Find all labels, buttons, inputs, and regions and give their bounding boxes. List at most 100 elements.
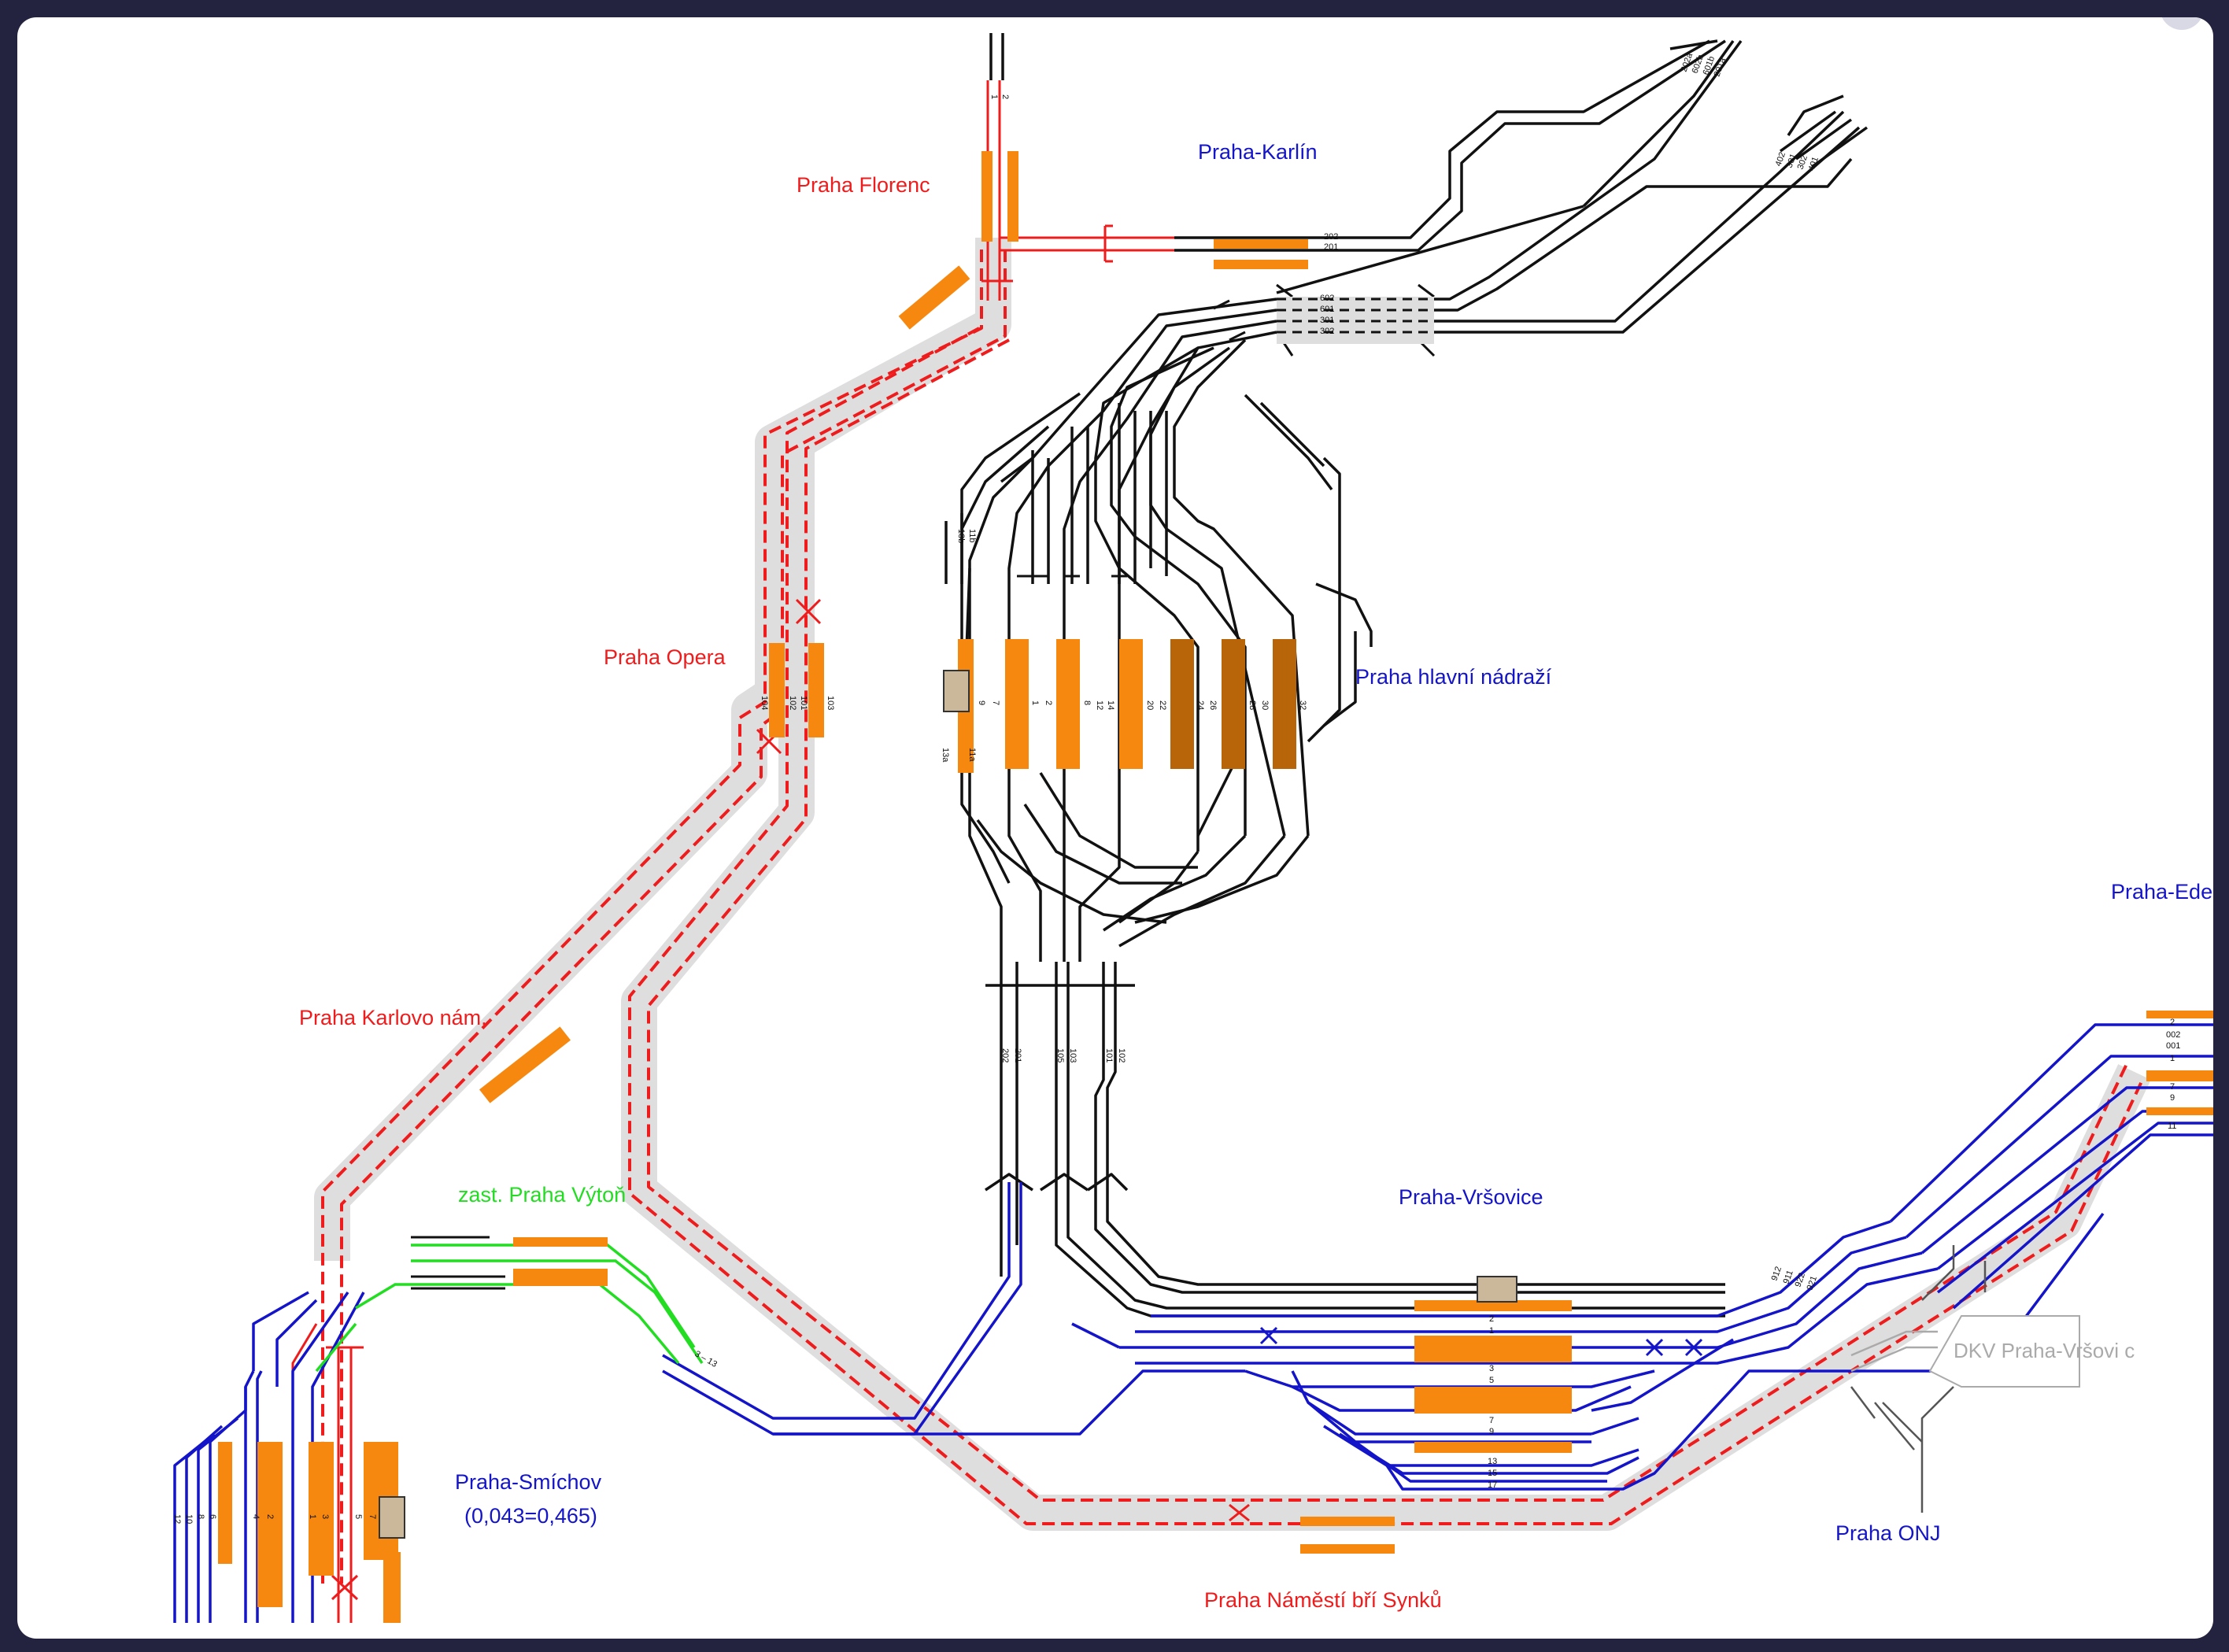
depot-dkv: DKV Praha-Vršovi c [1954, 1339, 2135, 1362]
track-label: 5 [1489, 1376, 1494, 1385]
station-onj: Praha ONJ [1835, 1521, 1941, 1545]
track-label: 202 [1324, 232, 1338, 242]
track-label: 30 [1260, 700, 1270, 710]
station-smichov-km: (0,043=0,465) [464, 1504, 597, 1528]
track-label: 001 [2166, 1041, 2180, 1051]
track-label: 2 [1044, 700, 1053, 705]
track-label: 2 [1489, 1314, 1494, 1324]
track-label: 6 [208, 1514, 217, 1519]
track-label: 922 [1794, 1272, 1808, 1288]
track-label: 3 [320, 1514, 330, 1519]
track-label: 105 [1055, 1048, 1065, 1063]
station-florenc: Praha Florenc [797, 173, 930, 197]
vyton-stubs [411, 1236, 505, 1290]
track-label: 24 [1196, 700, 1205, 710]
track-label: 8 [196, 1514, 205, 1519]
track-label: 2 [1000, 94, 1010, 99]
track-label: 911 [1782, 1269, 1795, 1285]
track-label: 912 [1770, 1266, 1784, 1282]
track-label: 12 [172, 1514, 182, 1524]
vyton-tracks [315, 1244, 704, 1373]
track-label: 2 [2170, 1018, 2175, 1027]
station-hlavni: Praha hlavní nádraží [1355, 665, 1552, 689]
track-label: 4 [251, 1514, 261, 1519]
track-label: 10 [184, 1514, 194, 1524]
track-label: 7 [368, 1514, 377, 1519]
track-label: 13b [956, 529, 966, 543]
track-label: 17 [1488, 1480, 1497, 1490]
station-opera: Praha Opera [604, 645, 726, 669]
track-label: 103 [1068, 1048, 1078, 1063]
vrsovice-building-icon [1477, 1276, 1517, 1303]
station-eden: Praha-Eden [2111, 880, 2213, 904]
station-vyton: zast. Praha Výtoň [458, 1183, 626, 1207]
metro-line-c [291, 80, 2151, 1623]
corner-button[interactable] [2160, 17, 2204, 30]
track-label: 101 [1104, 1048, 1114, 1063]
track-label: 101 [799, 696, 808, 710]
track-label: 3 – 13 [693, 1349, 719, 1369]
track-label: 2 [265, 1514, 275, 1519]
track-label: 9 [977, 700, 986, 705]
track-label: 202 [1000, 1048, 1010, 1063]
track-label: 13 [1488, 1457, 1497, 1466]
track-label: 301 [1320, 316, 1334, 325]
blue-crossovers [1259, 1326, 1703, 1357]
track-label: 12 [1095, 700, 1104, 710]
track-label: 13a [941, 748, 950, 763]
station-vrsovice: Praha-Vršovice [1399, 1185, 1543, 1209]
track-label: 201 [1013, 1048, 1022, 1063]
track-label: 9 [2170, 1093, 2175, 1103]
track-diagram: 12202201602601301302202a602b601b201a4023… [172, 33, 2213, 1623]
track-label: 921 [1806, 1275, 1820, 1292]
track-label: 3 [1489, 1364, 1494, 1373]
track-label: 28 [1248, 700, 1257, 710]
track-label: 14 [1106, 700, 1115, 710]
track-label: 201 [1324, 242, 1338, 252]
mainline-tracks [944, 33, 1869, 1318]
blue-tracks [173, 1023, 2213, 1623]
track-label: 102 [1117, 1048, 1126, 1063]
track-label: 601 [1320, 305, 1334, 314]
track-label: 1 [1489, 1326, 1494, 1336]
track-label: 002 [2166, 1030, 2180, 1040]
track-label: 401 [1807, 156, 1821, 172]
track-label: 11a [967, 748, 977, 762]
track-label: 1 [1030, 700, 1040, 705]
track-label: 102 [788, 696, 797, 710]
dkv-depot [1850, 1245, 2080, 1513]
track-label: 402 [1774, 151, 1788, 168]
track-label: 7 [1489, 1416, 1494, 1425]
track-label: 11b [967, 529, 977, 543]
station-karlin: Praha-Karlín [1198, 140, 1318, 164]
track-label: 1 [308, 1514, 317, 1519]
track-label: 1 [2170, 1054, 2175, 1063]
track-label: 15 [1488, 1469, 1497, 1478]
track-label: 20 [1145, 700, 1155, 710]
track-label: 9 [1489, 1427, 1494, 1436]
track-label: 26 [1208, 700, 1218, 710]
station-karlovo: Praha Karlovo nám. [299, 1006, 487, 1029]
track-label: 7 [2170, 1082, 2175, 1092]
track-label: 301 [1785, 153, 1799, 169]
track-label: 104 [760, 696, 769, 710]
track-label: 1 [989, 94, 999, 99]
track-label: 302 [1796, 154, 1810, 171]
track-label: 32 [1298, 700, 1307, 710]
station-synku: Praha Náměstí bří Synků [1204, 1588, 1442, 1612]
track-label: 7 [991, 700, 1000, 705]
smichov-building-icon [379, 1496, 405, 1539]
track-label: 602 [1320, 294, 1334, 303]
track-label: 22 [1158, 700, 1167, 710]
track-label: 5 [353, 1514, 363, 1519]
hlavni-building-icon [943, 670, 970, 712]
track-label: 11 [2168, 1122, 2176, 1131]
track-label: 8 [1082, 700, 1092, 705]
station-smichov: Praha-Smíchov [455, 1470, 602, 1494]
track-label: 103 [826, 696, 835, 710]
track-label: 302 [1320, 327, 1334, 336]
junction-karlin [1277, 297, 1434, 344]
platforms [218, 151, 2213, 1623]
